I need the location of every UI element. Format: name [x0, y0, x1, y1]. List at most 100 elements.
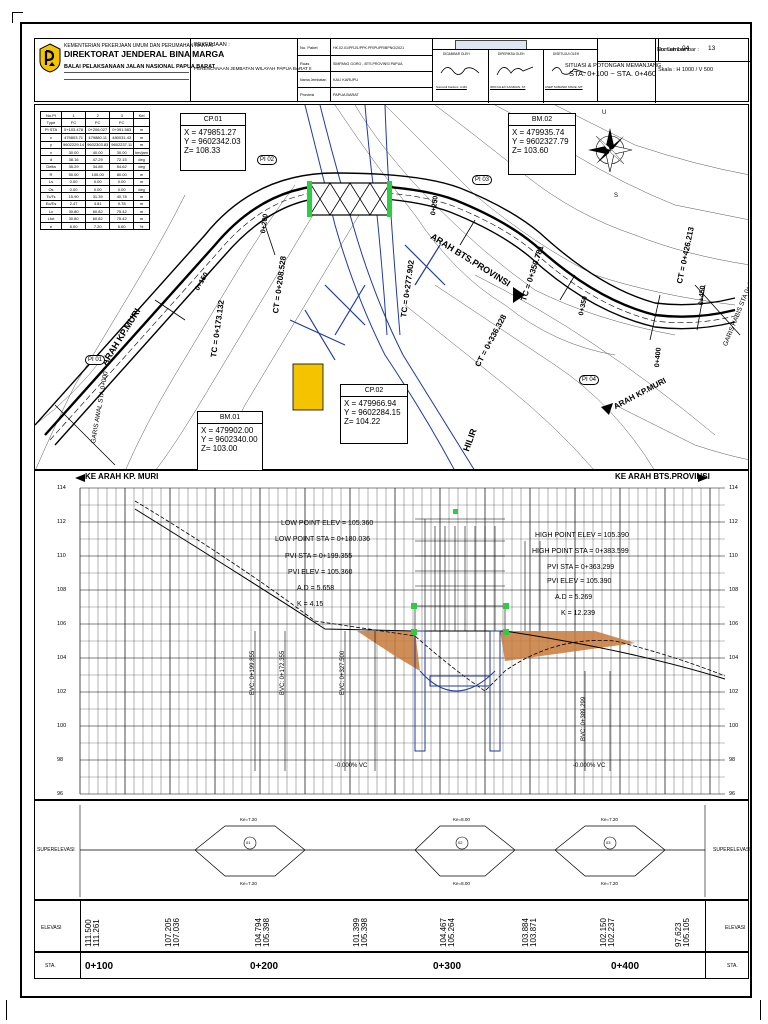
bm02-title: BM.02: [509, 114, 575, 126]
grade-right: -0.000% VC: [573, 763, 606, 769]
scale-cell: Skala : H 1000 / V 500: [655, 61, 751, 103]
drawing-frame: [20, 22, 752, 998]
sign-role-3: DISETUJUI OLEH: [553, 52, 580, 56]
field-label-ruas: Ruas: [300, 61, 310, 66]
elev-tick-label-left: 106: [57, 621, 67, 627]
low-point-elev: LOW POINT ELEV = 105.360: [281, 520, 374, 527]
pi-table-cell: m: [133, 214, 151, 223]
pi-table-cell: 60.82: [85, 214, 111, 223]
pi-table-cell: 100.00: [85, 170, 111, 179]
elev-tick-label-right: 98: [729, 757, 736, 763]
pi-table-cell: 80.00: [109, 170, 135, 179]
superel-bot-1: Ke=7.20: [240, 881, 257, 886]
pi-table-cell: 0.00: [85, 184, 111, 194]
project-label: PEKERJAAN :: [194, 42, 230, 48]
pvi-right-elev: PVI ELEV = 105.390: [547, 578, 612, 585]
pi-table-head: No.PI 1 2 3 Ket: [40, 110, 151, 120]
pi-table-cell: 30.00: [109, 147, 135, 157]
pi-table-cell: 8.00: [60, 221, 87, 231]
sign-name-1: Sumardi Kardeni, A.Md: [436, 85, 467, 89]
directorate-text: DIREKTORAT JENDERAL BINA MARGA: [64, 49, 225, 59]
ministry-text: KEMENTERIAN PEKERJAAN UMUM DAN PERUMAHAN…: [64, 43, 215, 49]
sheet-cell: No. Lembar : 04: [597, 39, 750, 101]
pi-table-cell: [133, 118, 151, 127]
pi-table-cell: e: [40, 221, 62, 231]
pi-head-cell: 2: [85, 110, 111, 120]
pi-table-cell: Tc/Ts: [40, 192, 62, 201]
pi-table-cell: 0+206.027: [85, 125, 111, 135]
pi-table-cell: 60.82: [85, 207, 111, 216]
project-name: PERENCANAAN JEMBATAN WILAYAH PAPUA BARAT…: [194, 66, 312, 71]
pi-table-cell: Ls: [40, 177, 62, 186]
sheet-total-cell: Jumlah Lembar : 13: [655, 39, 751, 61]
sta-label-left: STA.: [45, 963, 56, 969]
label-pi-2: PI 02: [257, 155, 278, 165]
pvi-right-ad: A.D = 5.269: [555, 594, 593, 601]
pi-table-cell: 4.81: [85, 199, 111, 209]
pi-table-cell: m: [133, 170, 151, 179]
pi-table-cell: Delta: [40, 162, 62, 172]
evc-label-1: EVC: 0+199.855: [250, 650, 256, 695]
pi-table-cell: 0.00: [60, 184, 87, 194]
label-pi-3: PI 03: [472, 175, 493, 185]
pi-table-cell: 40.00: [85, 147, 111, 157]
elevation-value: 105.398: [262, 918, 271, 947]
crop-mark-br: [752, 1000, 761, 1020]
signature-3: [551, 67, 587, 75]
elev-tick-label-right: 100: [729, 723, 739, 729]
cp02-title: CP.02: [341, 385, 407, 397]
field-value-ruas: SIMPANG GORO - BTS.PROVINSI PAPUA: [333, 62, 403, 66]
legend-yellow-box: [292, 363, 324, 411]
pi-table-cell: Type: [40, 118, 62, 127]
superelevation-label-right: SUPERELEVASI: [713, 847, 751, 853]
elev-tick-label-left: 102: [57, 689, 67, 695]
pi-table-cell: 31.39: [85, 192, 111, 201]
compass-u-label: U: [602, 110, 607, 116]
signature-1: [440, 67, 480, 75]
pi-table-cell: 9.78: [109, 199, 135, 209]
bm02-box: BM.02 X = 479935.74 Y = 9602327.79 Z= 10…: [508, 113, 576, 175]
pi-table-cell: FC: [109, 118, 135, 127]
elevation-value: 111.261: [92, 919, 101, 947]
plan-drawing: [35, 105, 748, 469]
pi-table-cell: 72.15: [109, 155, 135, 164]
sheet-total-label: Jumlah Lembar :: [658, 47, 699, 53]
arrow-bts-provinsi-icon: [513, 287, 525, 303]
bm01-y: Y = 9602340.00: [201, 435, 258, 444]
cp01-box: CP.01 X = 479851.27 Y = 9602342.03 Z= 10…: [180, 113, 246, 171]
pi-table-cell: m: [133, 199, 151, 209]
elev-tick-label-right: 114: [729, 485, 738, 491]
pi-table-cell: 47.29: [85, 155, 111, 164]
pi-table-cell: v: [40, 147, 62, 157]
pi-table-cell: 479803.71: [60, 133, 87, 142]
elev-tick-label-right: 108: [729, 587, 739, 593]
superel-pi-2: 02: [458, 840, 463, 845]
pi-table-cell: x: [40, 133, 62, 142]
pi-table-cell: 35.29: [60, 162, 87, 172]
pvi-left-elev: PVI ELEV = 105.360: [288, 569, 353, 576]
elev-tick-label-right: 106: [729, 621, 739, 627]
cp01-z: Z= 108.33: [184, 146, 221, 155]
superel-pi-1: 01: [246, 840, 251, 845]
profile-left-direction: KE ARAH KP. MURI: [85, 472, 159, 481]
elevation-value: 105.264: [447, 918, 456, 947]
crop-mark-tl: [12, 12, 23, 23]
sta-value-3: 0+300: [433, 961, 462, 972]
pi-table-cell: deg: [133, 155, 151, 164]
pi-table-cell: 15.90: [60, 192, 87, 201]
pi-table-cell: d: [40, 155, 62, 164]
cp01-x: X = 479851.27: [184, 128, 237, 137]
pi-table-cell: 2.47: [60, 199, 87, 209]
pi-table-cell: 30.00: [60, 147, 87, 157]
cp02-z: Z= 104.22: [344, 417, 381, 426]
field-value-provinsi: PAPUA BARAT: [333, 93, 359, 97]
pi-table-cell: km/jam: [133, 147, 151, 157]
